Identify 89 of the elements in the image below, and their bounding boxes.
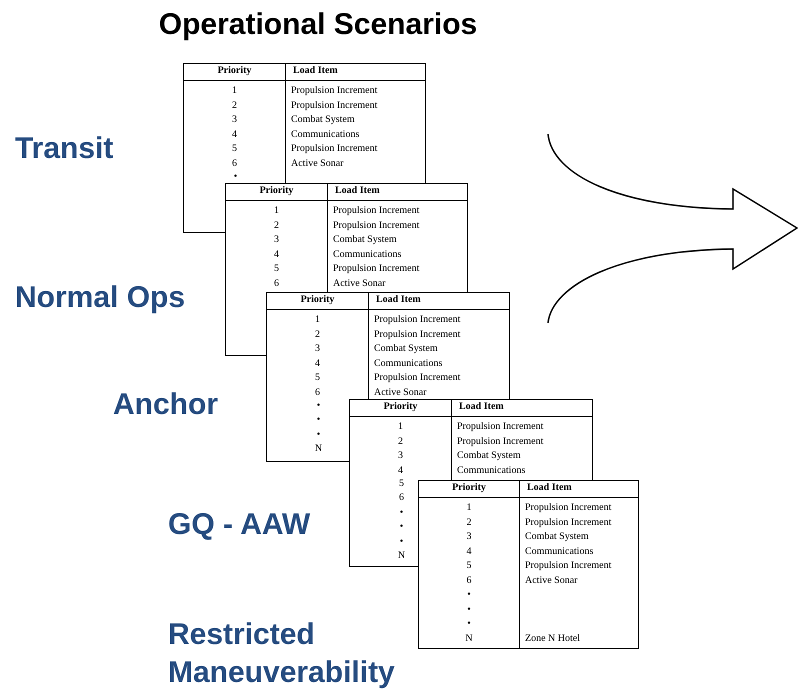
column-header: Load Item — [293, 65, 338, 77]
priority-value: 4 — [231, 128, 238, 140]
priority-value: 4 — [314, 358, 321, 370]
priority-value: 6 — [273, 278, 280, 290]
load-item-label: Propulsion Increment — [525, 516, 612, 528]
priority-value: 6 — [231, 158, 238, 170]
column-header: Priority — [300, 294, 336, 306]
priority-value: • — [466, 604, 472, 616]
scenario-label: Normal Ops — [15, 280, 186, 316]
column-header: Priority — [382, 401, 418, 413]
priority-value: 1 — [314, 314, 321, 326]
scenario-label: GQ - AAW — [168, 507, 312, 543]
priority-value: 2 — [273, 220, 280, 232]
load-item-label: Propulsion Increment — [374, 372, 460, 384]
load-item-label: Combat System — [333, 234, 397, 246]
priority-value: • — [232, 170, 238, 182]
priority-value: 1 — [397, 421, 404, 433]
load-item-label: Communications — [457, 464, 526, 476]
priority-value: 5 — [273, 263, 280, 275]
priority-value: 1 — [466, 502, 472, 514]
load-item-label: Combat System — [457, 450, 521, 462]
load-item-label: Active Sonar — [291, 158, 344, 170]
priority-value: N — [314, 443, 324, 455]
priority-value: 2 — [314, 328, 321, 340]
priority-value: 1 — [273, 205, 280, 217]
load-item-label: Communications — [333, 248, 402, 260]
load-item-label: Propulsion Increment — [525, 560, 612, 572]
priority-value: 3 — [466, 531, 472, 543]
priority-value: 6 — [314, 386, 321, 398]
load-item-label: Communications — [291, 128, 360, 140]
scenario-label: Restricted Maneuverability — [168, 617, 396, 691]
column-header: Priority — [258, 185, 294, 197]
priority-value: N — [396, 550, 406, 562]
priority-value: 5 — [314, 372, 321, 384]
priority-value: • — [398, 536, 404, 548]
load-item-label: Propulsion Increment — [457, 421, 544, 433]
column-header: Priority — [216, 65, 252, 77]
priority-value: • — [466, 618, 472, 630]
priority-value: • — [398, 521, 404, 533]
priority-value: 1 — [231, 85, 238, 97]
priority-value: N — [464, 632, 474, 644]
load-item-label: Propulsion Increment — [333, 220, 420, 232]
priority-value: 4 — [466, 546, 472, 558]
column-header: Load Item — [459, 401, 504, 413]
priority-value: 4 — [397, 464, 404, 476]
priority-value: • — [316, 414, 322, 426]
priority-value: 6 — [466, 574, 472, 586]
priority-value: • — [398, 506, 404, 518]
priority-value: 4 — [273, 248, 280, 260]
load-item-label: Combat System — [525, 531, 589, 543]
priority-value: 3 — [231, 114, 238, 126]
priority-value: • — [316, 400, 322, 412]
diagram-title: Operational Scenarios — [158, 8, 478, 42]
priority-value: • — [466, 589, 472, 601]
load-item-label: Propulsion Increment — [291, 85, 378, 97]
load-item-label: Propulsion Increment — [333, 205, 420, 217]
load-item-label: Propulsion Increment — [525, 502, 612, 514]
load-item-label: Propulsion Increment — [291, 143, 378, 155]
priority-table — [418, 480, 639, 649]
priority-value: 3 — [397, 450, 404, 462]
load-item-label: Combat System — [374, 343, 438, 355]
column-header: Priority — [451, 482, 487, 494]
priority-value: 5 — [466, 560, 472, 572]
priority-value: 3 — [314, 343, 321, 355]
load-item-label: Active Sonar — [525, 574, 578, 586]
column-header: Load Item — [335, 185, 380, 197]
load-item-label: Active Sonar — [374, 386, 426, 398]
priority-value: 5 — [231, 143, 238, 155]
load-item-label: Combat System — [291, 114, 355, 126]
priority-value: 2 — [231, 100, 238, 112]
load-item-label: Propulsion Increment — [291, 100, 378, 112]
load-item-label: Active Sonar — [333, 278, 386, 290]
priority-value: 2 — [397, 436, 404, 448]
load-item-label: Propulsion Increment — [457, 436, 544, 448]
column-header: Load Item — [527, 482, 572, 494]
priority-value: 3 — [273, 234, 280, 246]
priority-value: 6 — [398, 492, 405, 504]
scenario-label: Transit — [15, 131, 114, 167]
column-header: Load Item — [376, 294, 421, 306]
scenario-label: Anchor — [113, 387, 219, 423]
priority-value: • — [316, 428, 322, 440]
priority-value: 5 — [398, 478, 405, 490]
load-item-label: Propulsion Increment — [333, 263, 420, 275]
load-item-label: Propulsion Increment — [374, 328, 460, 340]
load-item-label: Communications — [525, 546, 594, 558]
load-item-label: Communications — [374, 358, 442, 370]
load-item-label: Zone N Hotel — [525, 632, 580, 644]
priority-value: 2 — [466, 516, 472, 528]
load-item-label: Propulsion Increment — [374, 314, 460, 326]
